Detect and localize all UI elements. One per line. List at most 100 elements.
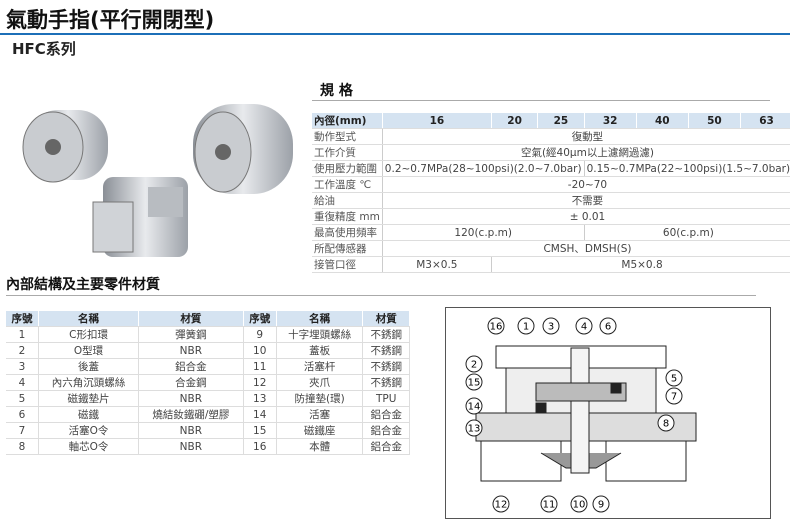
spec-heading: 規 格 <box>320 83 353 99</box>
parts-header: 序號 <box>6 311 39 327</box>
callout-1: 1 <box>517 317 535 335</box>
parts-cell: 14 <box>243 406 277 423</box>
callout-12: 12 <box>492 495 510 513</box>
parts-cell: 防撞墊(環) <box>276 390 364 407</box>
parts-cell: 鋁合金 <box>138 358 244 375</box>
parts-cell: 磁鐵墊片 <box>38 390 140 407</box>
callout-16: 16 <box>487 317 505 335</box>
parts-cell: 1 <box>6 326 39 343</box>
svg-text:16: 16 <box>490 322 503 333</box>
parts-cell: 磁鐵 <box>38 406 140 423</box>
spec-value: 120(c.p.m) <box>382 224 585 241</box>
parts-cell: 活塞O令 <box>38 422 140 439</box>
parts-cell: 16 <box>243 438 277 455</box>
callout-11: 11 <box>540 495 558 513</box>
parts-cell: 磁鐵座 <box>276 422 364 439</box>
bore-40: 40 <box>636 113 689 129</box>
parts-cell: 7 <box>6 422 39 439</box>
callout-5: 5 <box>665 369 683 387</box>
parts-header: 序號 <box>243 311 277 327</box>
callout-4: 4 <box>575 317 593 335</box>
bore-header: 內徑(mm) <box>312 113 383 129</box>
parts-header: 名稱 <box>38 311 140 327</box>
callout-10: 10 <box>570 495 588 513</box>
spec-row: 動作型式復動型 <box>312 128 790 145</box>
spec-label: 動作型式 <box>312 128 383 145</box>
callout-15: 15 <box>465 373 483 391</box>
gripper-image-3 <box>92 177 188 257</box>
spec-label: 工作介質 <box>312 144 383 161</box>
svg-text:2: 2 <box>471 360 477 371</box>
parts-cell: 10 <box>243 342 277 359</box>
bore-50: 50 <box>688 113 741 129</box>
svg-text:7: 7 <box>671 392 677 403</box>
parts-cell: 合金鋼 <box>138 374 244 391</box>
svg-text:14: 14 <box>468 402 481 413</box>
parts-cell: 後蓋 <box>38 358 140 375</box>
parts-cell: 燒結釹鐵硼/塑膠 <box>138 406 244 423</box>
spec-label: 使用壓力範圍 <box>312 160 383 177</box>
spec-value: CMSH、DMSH(S) <box>382 240 790 257</box>
spec-label: 接管口徑 <box>312 256 383 273</box>
svg-text:11: 11 <box>543 500 556 511</box>
svg-text:13: 13 <box>468 424 481 435</box>
parts-heading: 內部結構及主要零件材質 <box>6 277 160 293</box>
callout-8: 8 <box>657 414 675 432</box>
parts-cell: NBR <box>138 438 244 455</box>
parts-cell: 6 <box>6 406 39 423</box>
parts-cell: 不銹鋼 <box>362 326 410 343</box>
parts-header: 材質 <box>362 311 410 327</box>
gripper-image-2 <box>193 104 293 194</box>
parts-header: 材質 <box>138 311 244 327</box>
callout-7: 7 <box>665 387 683 405</box>
spec-value: 0.15~0.7MPa(22~100psi)(1.5~7.0bar) <box>584 160 790 177</box>
spec-value: ± 0.01 <box>382 208 790 225</box>
spec-label: 最高使用頻率 <box>312 224 383 241</box>
bore-63: 63 <box>740 113 790 129</box>
callout-2: 2 <box>465 355 483 373</box>
callout-6: 6 <box>599 317 617 335</box>
page-title: 氣動手指(平行開閉型) <box>6 8 215 32</box>
svg-text:15: 15 <box>468 378 481 389</box>
parts-cell: O型環 <box>38 342 140 359</box>
parts-cell: 蓋板 <box>276 342 364 359</box>
spec-divider <box>312 100 770 101</box>
svg-text:4: 4 <box>581 322 587 333</box>
callout-14: 14 <box>465 397 483 415</box>
spec-row: 工作溫度 ℃-20~70 <box>312 176 790 193</box>
svg-text:5: 5 <box>671 374 677 385</box>
parts-cell: 3 <box>6 358 39 375</box>
parts-cell: C形扣環 <box>38 326 140 343</box>
title-divider <box>0 33 790 35</box>
parts-cell: 本體 <box>276 438 364 455</box>
spec-label: 重復精度 mm <box>312 208 383 225</box>
svg-text:9: 9 <box>598 500 604 511</box>
parts-cell: TPU <box>362 390 410 407</box>
parts-cell: 15 <box>243 422 277 439</box>
parts-cell: 鋁合金 <box>362 422 410 439</box>
bore-25: 25 <box>537 113 585 129</box>
parts-cell: 活塞杆 <box>276 358 364 375</box>
parts-cell: 內六角沉頭螺絲 <box>38 374 140 391</box>
parts-cell: 軸芯O令 <box>38 438 140 455</box>
parts-cell: 9 <box>243 326 277 343</box>
spec-value: 空氣(經40μm以上濾網過濾) <box>382 144 790 161</box>
parts-cell: NBR <box>138 390 244 407</box>
parts-cell: 8 <box>6 438 39 455</box>
spec-value: 不需要 <box>382 192 790 209</box>
parts-cell: 不銹鋼 <box>362 358 410 375</box>
bore-32: 32 <box>584 113 637 129</box>
parts-cell: 夾爪 <box>276 374 364 391</box>
spec-value: 0.2~0.7MPa(28~100psi)(2.0~7.0bar) <box>382 160 585 177</box>
